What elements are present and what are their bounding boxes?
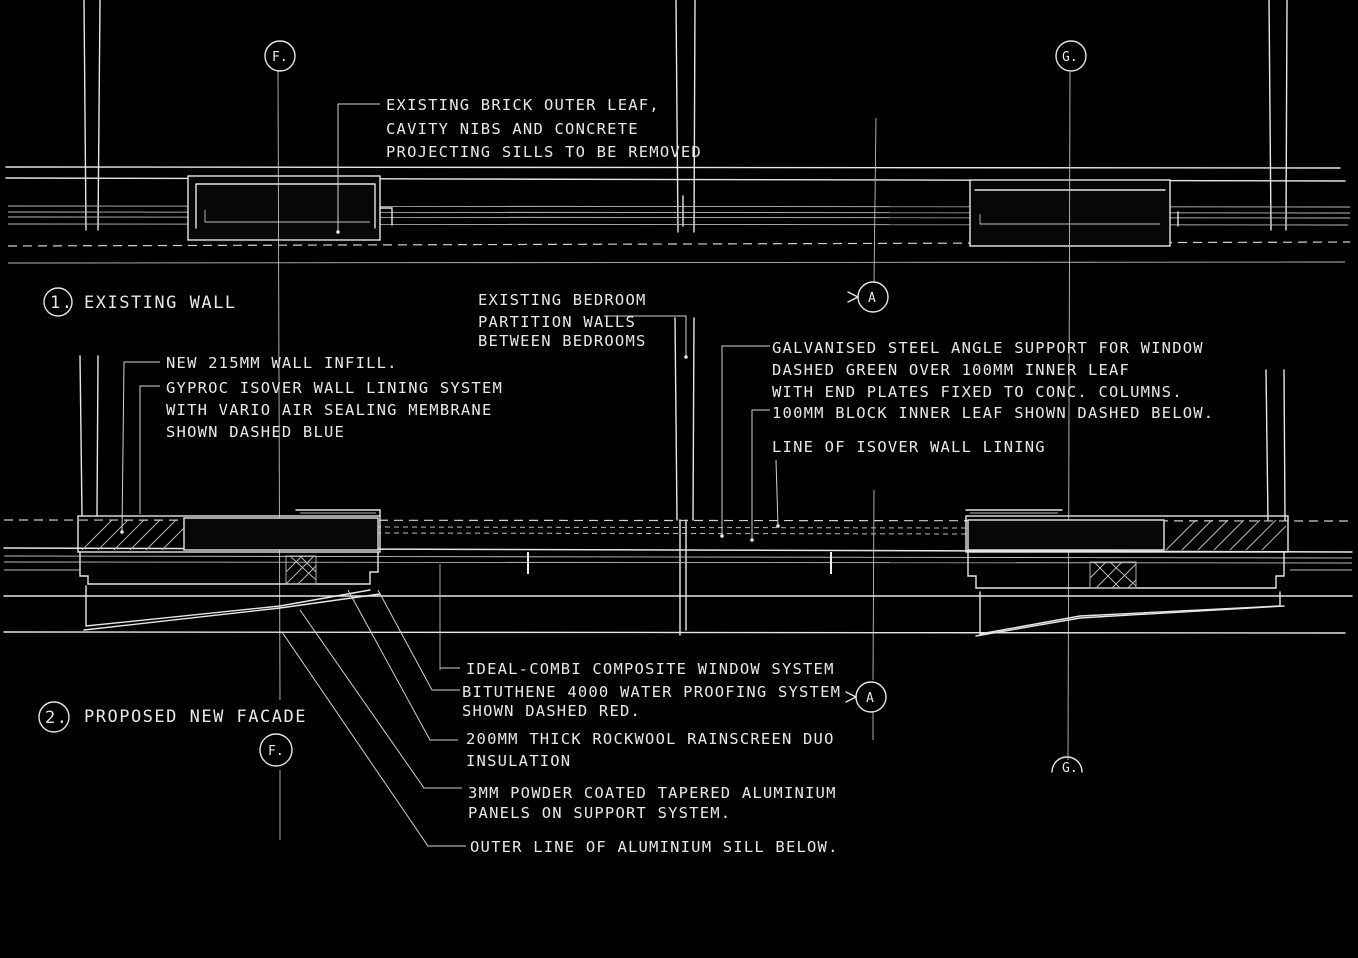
- section-title-proposed-facade: PROPOSED NEW FACADE: [84, 707, 307, 727]
- note-gyproc-line-3: SHOWN DASHED BLUE: [166, 423, 345, 441]
- section-title-existing-wall: EXISTING WALL: [84, 293, 237, 313]
- section-number-circle-1: [43, 287, 73, 317]
- grid-label-g-top: G.: [1062, 50, 1078, 65]
- note-new-wall-infill: NEW 215MM WALL INFILL.: [166, 354, 398, 372]
- note-bituthene-line-2: SHOWN DASHED RED.: [462, 702, 641, 720]
- note-ideal-combi-window: IDEAL-COMBI COMPOSITE WINDOW SYSTEM: [466, 660, 835, 678]
- note-outer-sill: OUTER LINE OF ALUMINIUM SILL BELOW.: [470, 838, 839, 856]
- note-block-inner-leaf: 100MM BLOCK INNER LEAF SHOWN DASHED BELO…: [772, 404, 1214, 422]
- grid-marker-f-bottom: [259, 733, 293, 767]
- note-gyproc-line-2: WITH VARIO AIR SEALING MEMBRANE: [166, 401, 493, 419]
- detail-existing-wall: EXISTING BRICK OUTER LEAF, CAVITY NIBS A…: [5, 0, 1351, 317]
- note-steel-angle-line-3: WITH END PLATES FIXED TO CONC. COLUMNS.: [772, 383, 1183, 401]
- grid-label-f-top: F.: [272, 50, 288, 65]
- note-existing-brick-line-1: EXISTING BRICK OUTER LEAF,: [386, 96, 660, 114]
- note-gyproc-line-1: GYPROC ISOVER WALL LINING SYSTEM: [166, 379, 503, 397]
- note-bedroom-line-1: EXISTING BEDROOM: [478, 291, 647, 309]
- section-label-a-lower: A: [866, 691, 874, 706]
- grid-lines: F. F. G. G. A A: [259, 40, 1087, 840]
- note-steel-angle-line-1: GALVANISED STEEL ANGLE SUPPORT FOR WINDO…: [772, 339, 1204, 357]
- note-bituthene-line-1: BITUTHENE 4000 WATER PROOFING SYSTEM: [462, 683, 841, 701]
- grid-label-f-bottom: F.: [268, 744, 284, 759]
- section-number-2: 2.: [45, 708, 68, 728]
- note-isover-lining: LINE OF ISOVER WALL LINING: [772, 438, 1046, 456]
- grid-marker-g-bottom: [1051, 756, 1083, 773]
- note-steel-angle-line-2: DASHED GREEN OVER 100MM INNER LEAF: [772, 361, 1130, 379]
- note-existing-brick-line-3: PROJECTING SILLS TO BE REMOVED: [386, 143, 702, 161]
- grid-label-g-bottom: G.: [1062, 761, 1078, 776]
- section-label-a-upper: A: [868, 291, 876, 306]
- section-number-circle-2: [38, 701, 70, 733]
- note-aluminium-panels-line-2: PANELS ON SUPPORT SYSTEM.: [468, 804, 731, 822]
- section-number-1: 1.: [50, 293, 73, 313]
- note-bedroom-line-3: BETWEEN BEDROOMS: [478, 332, 647, 350]
- note-existing-brick-line-2: CAVITY NIBS AND CONCRETE: [386, 120, 639, 138]
- note-aluminium-panels-line-1: 3MM POWDER COATED TAPERED ALUMINIUM: [468, 784, 837, 802]
- note-rockwool-line-1: 200MM THICK ROCKWOOL RAINSCREEN DUO: [466, 730, 835, 748]
- detail-proposed-facade: NEW 215MM WALL INFILL. GYPROC ISOVER WAL…: [3, 291, 1353, 856]
- note-rockwool-line-2: INSULATION: [466, 752, 571, 770]
- grid-marker-g-top: [1055, 40, 1087, 72]
- note-bedroom-line-2: PARTITION WALLS: [478, 313, 636, 331]
- grid-marker-f-top: [264, 40, 296, 72]
